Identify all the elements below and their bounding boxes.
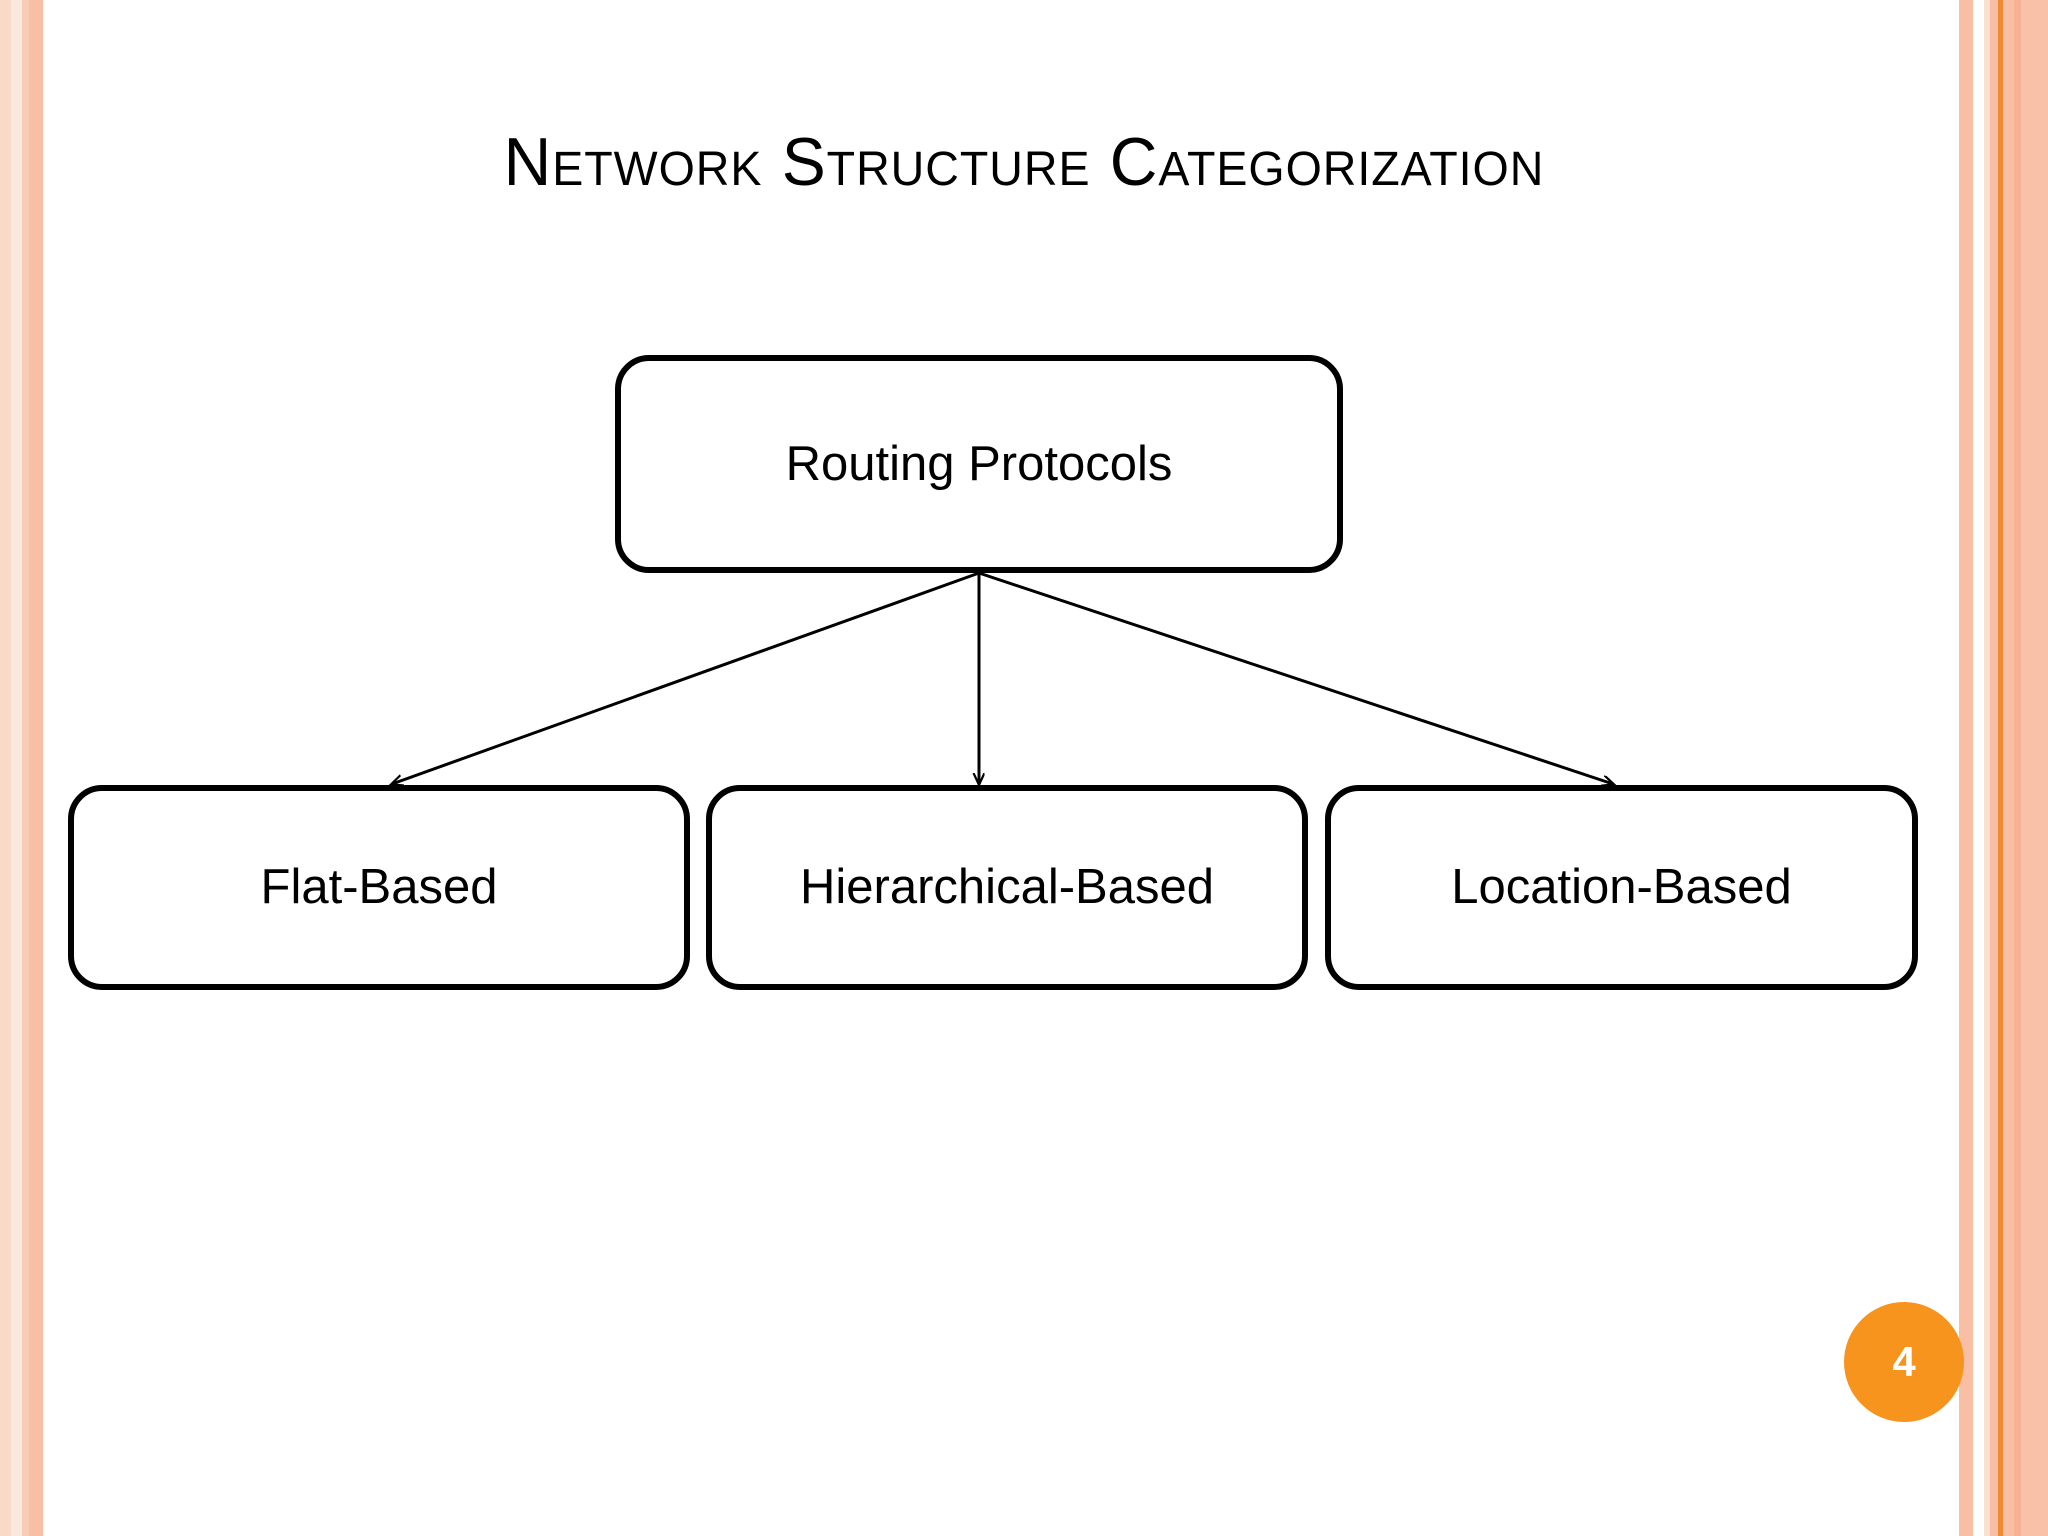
decorative-stripe-left-3 bbox=[22, 0, 29, 1536]
edge-root-to-flat bbox=[392, 571, 980, 784]
decorative-stripe-right-7 bbox=[2014, 0, 2021, 1536]
node-flat-based-label: Flat-Based bbox=[260, 860, 498, 914]
decorative-stripe-right-1 bbox=[1959, 0, 1973, 1536]
node-flat-based[interactable]: Flat-Based bbox=[68, 785, 690, 990]
node-location-based[interactable]: Location-Based bbox=[1325, 785, 1918, 990]
decorative-stripe-right-8 bbox=[2021, 0, 2048, 1536]
decorative-stripe-right-3 bbox=[1984, 0, 1990, 1536]
node-hierarchical-based[interactable]: Hierarchical-Based bbox=[706, 785, 1308, 990]
edge-root-to-location bbox=[978, 571, 1613, 784]
slide-title: Network Structure Categorization bbox=[503, 124, 1545, 200]
page-number-text: 4 bbox=[1892, 1338, 1916, 1385]
decorative-stripe-right-4 bbox=[1990, 0, 1998, 1536]
page-number-badge: 4 bbox=[1844, 1302, 1964, 1422]
decorative-stripe-left-4 bbox=[29, 0, 43, 1536]
decorative-stripe-right-5 bbox=[1998, 0, 2003, 1536]
decorative-stripe-left-1 bbox=[0, 0, 11, 1536]
decorative-stripe-right-2 bbox=[1973, 0, 1984, 1536]
node-hierarchical-based-label: Hierarchical-Based bbox=[800, 860, 1214, 914]
node-routing-protocols[interactable]: Routing Protocols bbox=[615, 355, 1343, 573]
decorative-stripe-left-2 bbox=[11, 0, 22, 1536]
decorative-stripe-right-6 bbox=[2003, 0, 2014, 1536]
node-routing-protocols-label: Routing Protocols bbox=[785, 436, 1173, 491]
node-location-based-label: Location-Based bbox=[1451, 860, 1792, 914]
